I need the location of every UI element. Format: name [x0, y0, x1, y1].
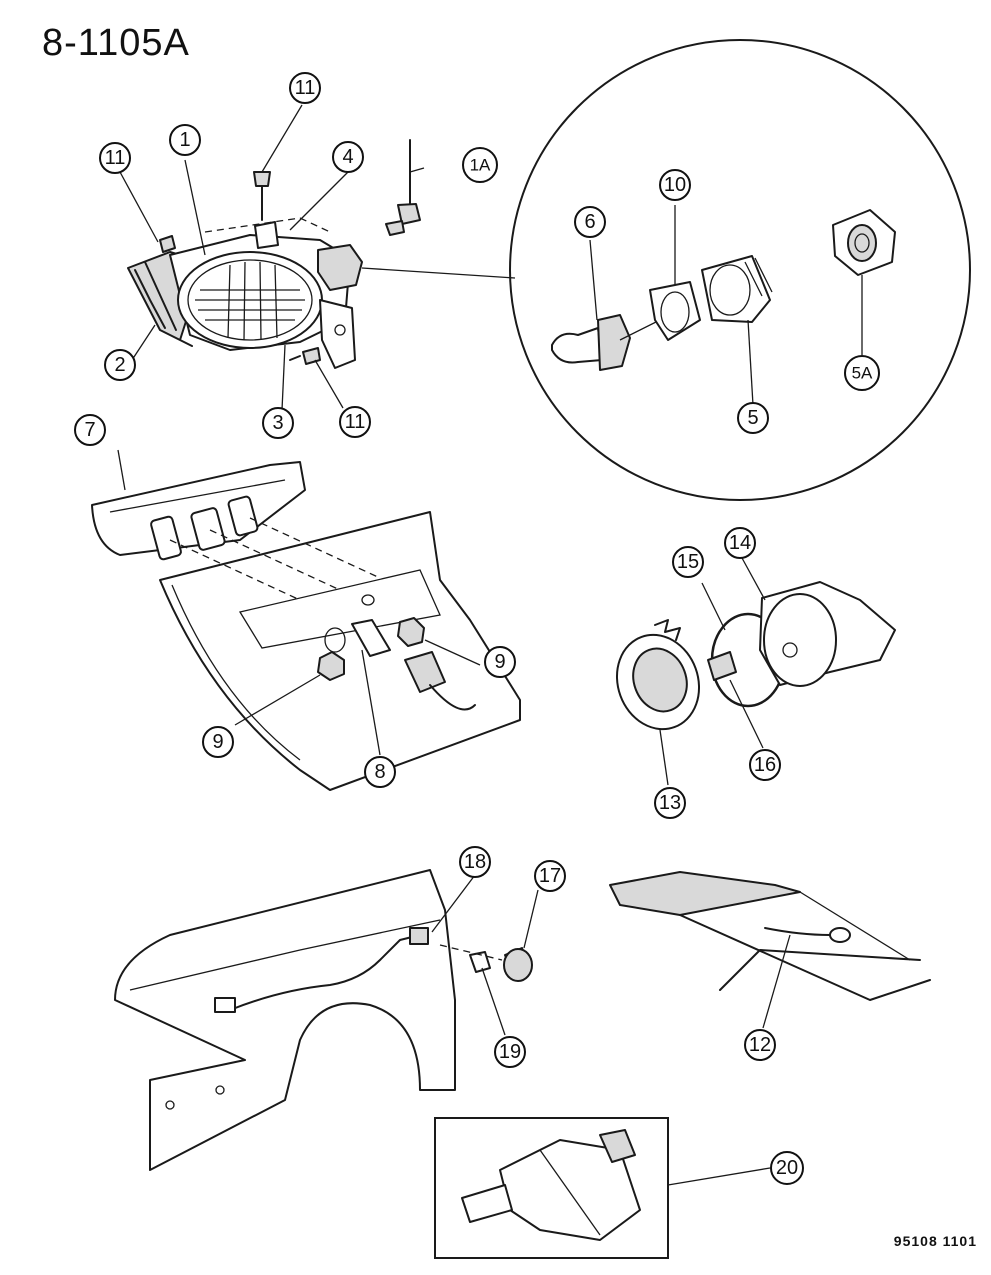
svg-text:15: 15	[677, 551, 699, 573]
callout-5A: 5A	[844, 355, 880, 391]
diagram-title: 8-1105A	[42, 22, 190, 64]
side-marker-assembly	[91, 461, 521, 791]
callout-3: 3	[262, 407, 294, 439]
svg-text:1A: 1A	[470, 156, 491, 175]
svg-text:19: 19	[499, 1041, 521, 1063]
callout-13: 13	[654, 787, 686, 819]
svg-text:3: 3	[272, 412, 283, 434]
svg-text:6: 6	[584, 211, 595, 233]
callout-9-left: 9	[202, 726, 234, 758]
svg-text:11: 11	[105, 147, 126, 169]
callout-12: 12	[744, 1029, 776, 1061]
svg-text:7: 7	[84, 419, 95, 441]
svg-text:2: 2	[114, 354, 125, 376]
drawing-number: 95108 1101	[893, 1233, 977, 1249]
leader-lines	[117, 104, 863, 1036]
callout-15: 15	[672, 546, 704, 578]
svg-text:9: 9	[212, 731, 223, 753]
svg-text:20: 20	[776, 1157, 798, 1179]
callout-17: 17	[534, 860, 566, 892]
callout-4: 4	[332, 141, 364, 173]
adjuster-rod	[385, 139, 421, 236]
fog-lamp-assembly	[615, 581, 896, 731]
svg-text:16: 16	[754, 754, 776, 776]
headlamp-assembly	[127, 171, 516, 369]
callout-19: 19	[494, 1036, 526, 1068]
callout-5: 5	[737, 402, 769, 434]
callout-10: 10	[659, 169, 691, 201]
leveling-motor-box	[434, 1117, 771, 1259]
callout-9-right: 9	[484, 646, 516, 678]
quarter-panel	[609, 871, 931, 1001]
callout-18: 18	[459, 846, 491, 878]
fender-panel	[114, 869, 456, 1171]
callout-20: 20	[770, 1151, 804, 1185]
svg-text:9: 9	[494, 651, 505, 673]
callout-14: 14	[724, 527, 756, 559]
callout-8: 8	[364, 756, 396, 788]
svg-text:18: 18	[464, 851, 486, 873]
svg-text:13: 13	[659, 792, 681, 814]
svg-text:10: 10	[664, 174, 686, 196]
callout-11-bottom: 11	[339, 406, 371, 438]
callout-16: 16	[749, 749, 781, 781]
svg-text:4: 4	[342, 146, 353, 168]
svg-text:11: 11	[295, 77, 316, 99]
svg-text:14: 14	[729, 532, 751, 554]
svg-text:8: 8	[374, 761, 385, 783]
callout-1: 1	[169, 124, 201, 156]
small-lamp-parts	[439, 944, 533, 982]
callout-11-top: 11	[289, 72, 321, 104]
callout-11-left: 11	[99, 142, 131, 174]
svg-text:5A: 5A	[852, 364, 873, 383]
callout-1A: 1A	[462, 147, 498, 183]
bulb-detail-circle	[509, 39, 971, 501]
callout-7: 7	[74, 414, 106, 446]
svg-text:11: 11	[345, 411, 366, 433]
svg-text:17: 17	[539, 865, 561, 887]
svg-text:1: 1	[179, 129, 190, 151]
svg-text:12: 12	[749, 1034, 771, 1056]
svg-text:5: 5	[747, 407, 758, 429]
callout-2: 2	[104, 349, 136, 381]
callout-6: 6	[574, 206, 606, 238]
